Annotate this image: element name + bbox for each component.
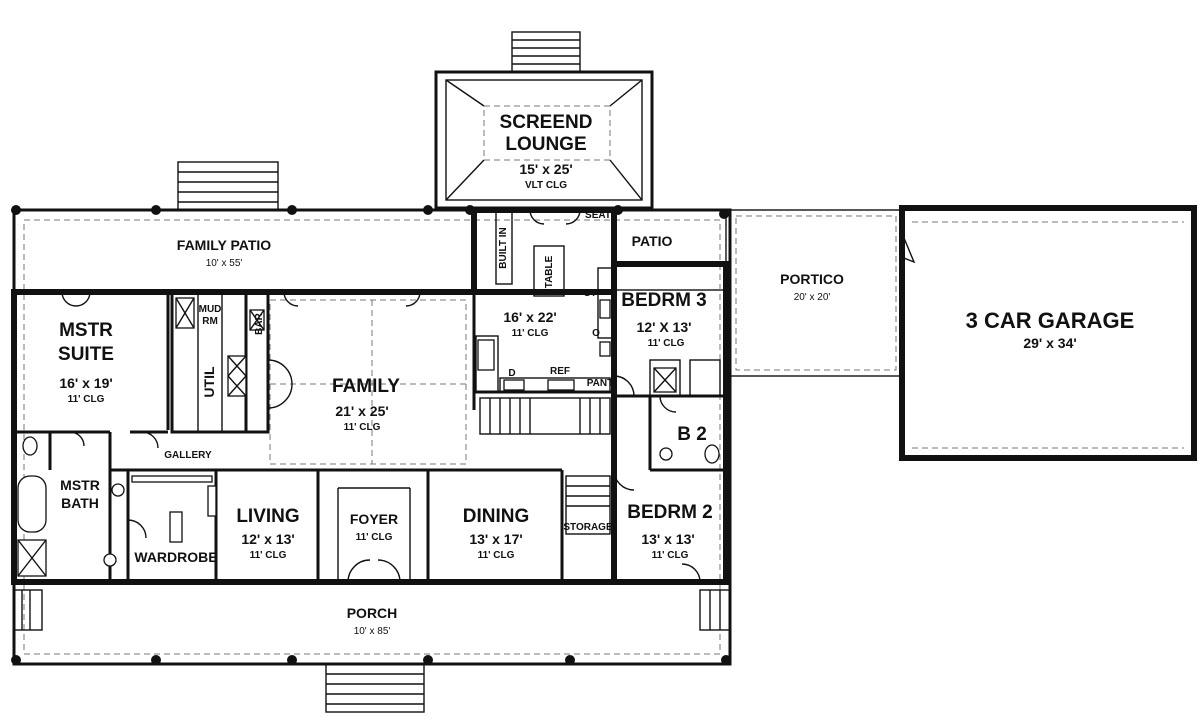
screened-lounge-dim: 15' x 25' (519, 161, 572, 177)
bedrm2-name: BEDRM 2 (627, 502, 713, 523)
family-name: FAMILY (332, 376, 400, 397)
storage-name: STORAGE (563, 522, 613, 533)
door-swings (61, 209, 701, 583)
bedrm2-label: BEDRM 2 13' x 13' 11' CLG (627, 502, 713, 561)
bath2-name: B 2 (677, 424, 707, 445)
portico-and-garage (725, 205, 1197, 461)
bar-label: BAR (254, 312, 265, 334)
kitchen-dim: 16' x 22' (503, 309, 556, 325)
mud-rm-label-1: MUD (199, 304, 222, 315)
dining-label: DINING 13' x 17' 11' CLG (463, 506, 530, 561)
patio-name: PATIO (632, 233, 673, 249)
mstr-bath-label: MSTR BATH (60, 477, 100, 511)
porch-dim: 10' x 85' (354, 626, 391, 637)
screened-lounge-name-2: LOUNGE (505, 134, 586, 155)
bedrm3-clg: 11' CLG (648, 338, 685, 349)
kitchen-clg: 11' CLG (512, 328, 549, 339)
porch-name: PORCH (347, 605, 398, 621)
living-dim: 12' x 13' (241, 531, 294, 547)
portico-dim: 20' x 20' (794, 292, 831, 303)
bedrm3-label: BEDRM 3 12' X 13' 11' CLG (621, 290, 707, 349)
mstr-suite-name-2: SUITE (58, 344, 114, 365)
screened-lounge-label: SCREEND LOUNGE 15' x 25' VLT CLG (500, 112, 593, 191)
columns (11, 205, 731, 665)
foyer-clg: 11' CLG (356, 532, 393, 543)
living-clg: 11' CLG (250, 550, 287, 561)
gallery-name: GALLERY (164, 450, 212, 461)
porch-label: PORCH 10' x 85' (347, 605, 398, 637)
bath2-label: B 2 (677, 424, 707, 445)
util-label: UTIL (201, 366, 217, 398)
family-dim: 21' x 25' (335, 403, 388, 419)
pant-label: PANT (587, 378, 613, 389)
ct-label: CT (583, 288, 596, 299)
d-label: D (508, 368, 515, 379)
ref-label: REF (550, 366, 570, 377)
dining-clg: 11' CLG (478, 550, 515, 561)
mstr-suite-name-1: MSTR (59, 320, 113, 341)
seat-label: SEAT (585, 210, 611, 221)
portico-label: PORTICO 20' x 20' (780, 271, 844, 303)
patio-label: PATIO (632, 233, 673, 249)
built-in-label: BUILT IN (498, 227, 509, 268)
wardrobe-name: WARDROBE (134, 549, 217, 565)
table-label: TABLE (544, 255, 555, 288)
house-walls (11, 207, 729, 585)
foyer-label: FOYER 11' CLG (350, 511, 398, 543)
mstr-bath-name-1: MSTR (60, 477, 100, 493)
mud-rm-label-2: RM (202, 316, 218, 327)
foyer-name: FOYER (350, 511, 398, 527)
kitchen-label: 16' x 22' 11' CLG (503, 309, 556, 339)
bedrm2-clg: 11' CLG (652, 550, 689, 561)
mstr-suite-dim: 16' x 19' (59, 375, 112, 391)
storage-label: STORAGE (563, 522, 613, 533)
bedrm2-dim: 13' x 13' (641, 531, 694, 547)
screened-lounge-clg: VLT CLG (525, 180, 567, 191)
family-clg: 11' CLG (344, 422, 381, 433)
bedrm3-dim: 12' X 13' (637, 319, 692, 335)
family-patio-dim: 10' x 55' (206, 258, 243, 269)
garage-dim: 29' x 34' (1023, 335, 1076, 351)
family-label: FAMILY 21' x 25' 11' CLG (332, 376, 400, 433)
mstr-suite-label: MSTR SUITE 16' x 19' 11' CLG (58, 320, 114, 405)
porch-steps (325, 663, 425, 713)
garage-label: 3 CAR GARAGE 29' x 34' (966, 308, 1135, 351)
dining-dim: 13' x 17' (469, 531, 522, 547)
fixture-labels: MUD RM BAR UTIL BUILT IN TABLE SEAT CT O… (199, 210, 614, 398)
o-label: O (592, 328, 600, 339)
family-patio-steps (177, 161, 279, 211)
fixtures (17, 297, 720, 577)
verandas (12, 208, 732, 666)
garage-name: 3 CAR GARAGE (966, 308, 1135, 333)
wardrobe-label: WARDROBE (134, 549, 217, 565)
bedrm3-name: BEDRM 3 (621, 290, 707, 311)
mstr-bath-name-2: BATH (61, 495, 99, 511)
portico-name: PORTICO (780, 271, 844, 287)
family-patio-label: FAMILY PATIO 10' x 55' (177, 237, 271, 269)
mstr-suite-clg: 11' CLG (68, 394, 105, 405)
screened-lounge-name-1: SCREEND (500, 112, 593, 133)
living-label: LIVING 12' x 13' 11' CLG (236, 506, 299, 561)
family-patio-name: FAMILY PATIO (177, 237, 271, 253)
gallery-label: GALLERY (164, 450, 212, 461)
dining-name: DINING (463, 506, 530, 527)
living-name: LIVING (236, 506, 299, 527)
